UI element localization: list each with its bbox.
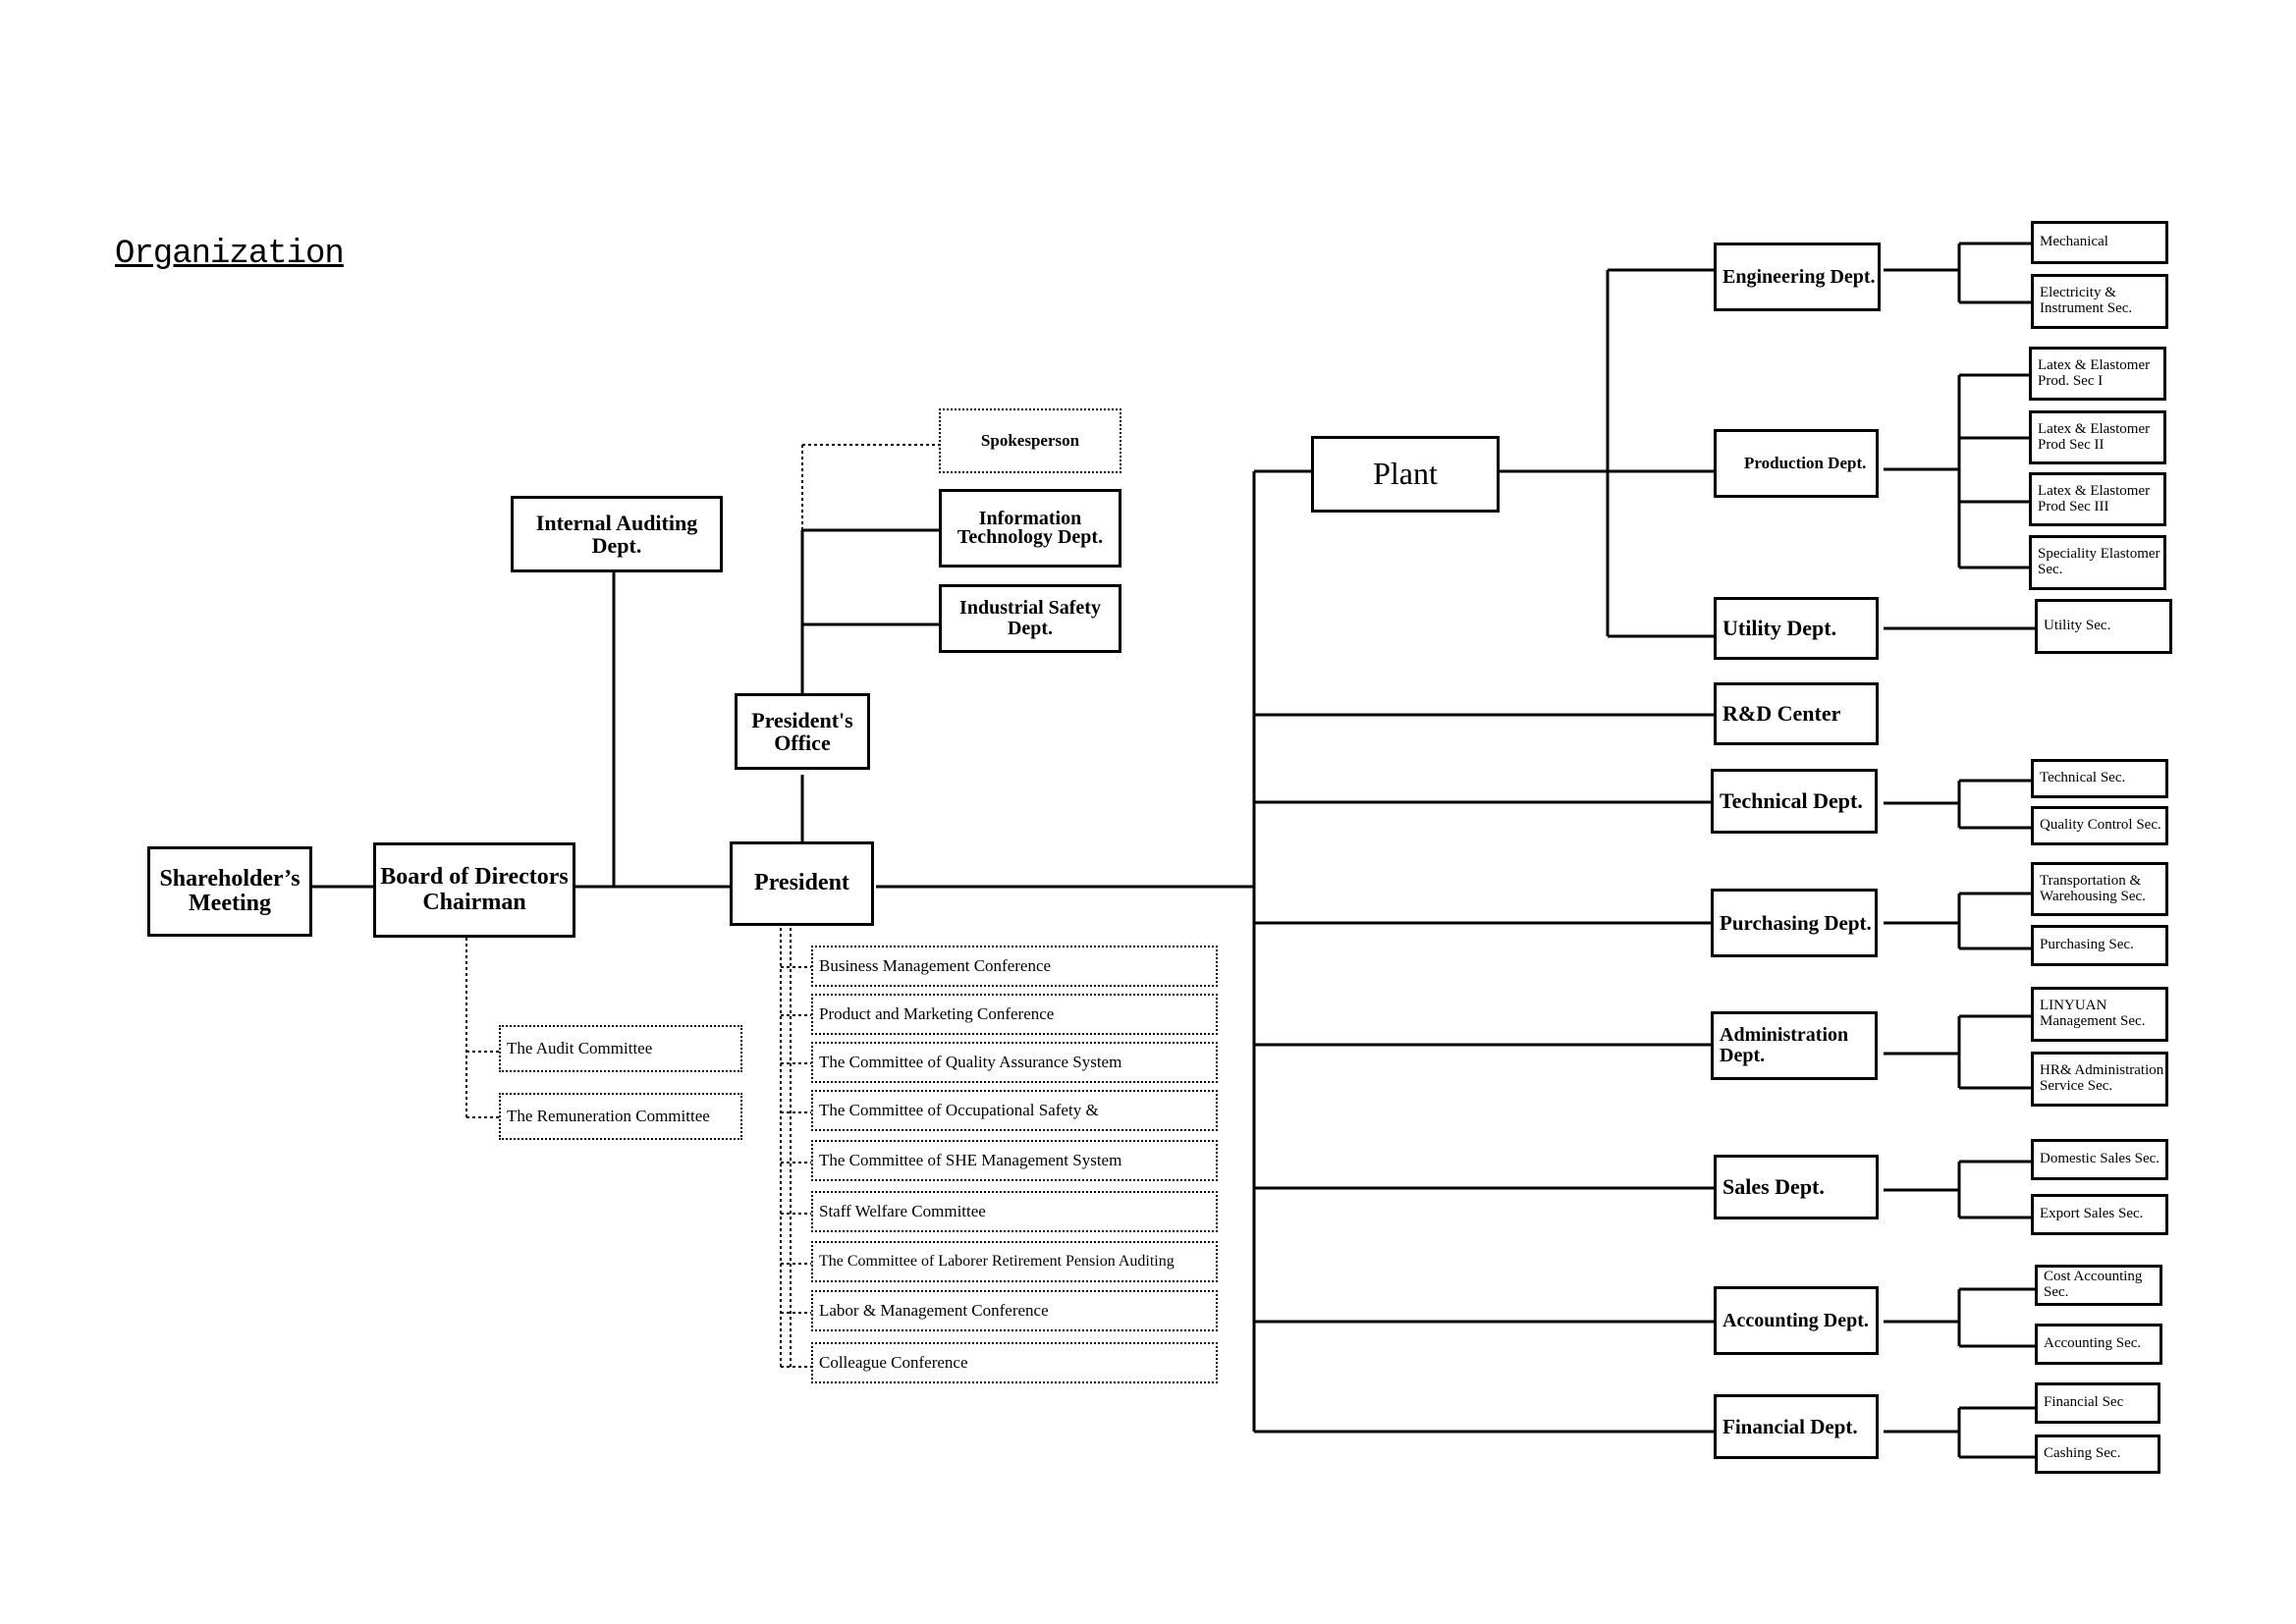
accounting-dept-box: Accounting Dept. — [1714, 1286, 1879, 1355]
purchasing-dept-box: Purchasing Dept. — [1711, 889, 1878, 957]
plant-box: Plant — [1311, 436, 1500, 513]
remuneration-committee-box: The Remuneration Committee — [499, 1093, 742, 1140]
financial-sec-box: Financial Sec — [2035, 1382, 2160, 1424]
technical-dept-box: Technical Dept. — [1711, 769, 1878, 834]
rd-center-box: R&D Center — [1714, 682, 1879, 745]
latex-elastomer-sec-2-box: Latex & Elastomer Prod Sec II — [2029, 410, 2166, 464]
internal-auditing-box: Internal Auditing Dept. — [511, 496, 723, 572]
committee-item: Labor & Management Conference — [811, 1290, 1218, 1331]
mechanical-sec-box: Mechanical — [2031, 221, 2168, 264]
administration-dept-box: Administration Dept. — [1711, 1011, 1878, 1080]
presidents-office-box: President's Office — [735, 693, 870, 770]
page-title: Organization — [115, 236, 345, 273]
utility-sec-box: Utility Sec. — [2035, 599, 2172, 654]
quality-control-sec-box: Quality Control Sec. — [2031, 806, 2168, 845]
cost-accounting-sec-box: Cost Accounting Sec. — [2035, 1265, 2162, 1306]
transportation-warehousing-sec-box: Transportation & Warehousing Sec. — [2031, 862, 2168, 916]
hr-administration-sec-box: HR& Administration Service Sec. — [2031, 1052, 2168, 1107]
technical-sec-box: Technical Sec. — [2031, 759, 2168, 798]
committee-item: Colleague Conference — [811, 1342, 1218, 1383]
electricity-instrument-sec-box: Electricity & Instrument Sec. — [2031, 274, 2168, 329]
speciality-elastomer-sec-box: Speciality Elastomer Sec. — [2029, 535, 2166, 590]
committee-item: Staff Welfare Committee — [811, 1191, 1218, 1232]
audit-committee-box: The Audit Committee — [499, 1025, 742, 1072]
linyuan-management-sec-box: LINYUAN Management Sec. — [2031, 987, 2168, 1042]
purchasing-sec-box: Purchasing Sec. — [2031, 925, 2168, 966]
sales-dept-box: Sales Dept. — [1714, 1155, 1879, 1219]
utility-dept-box: Utility Dept. — [1714, 597, 1879, 660]
committee-item: Product and Marketing Conference — [811, 994, 1218, 1035]
production-dept-box: Production Dept. — [1714, 429, 1879, 498]
committee-item: The Committee of Quality Assurance Syste… — [811, 1042, 1218, 1083]
cashing-sec-box: Cashing Sec. — [2035, 1435, 2160, 1474]
information-technology-box: Information Technology Dept. — [939, 489, 1121, 568]
spokesperson-box: Spokesperson — [939, 408, 1121, 473]
committee-item: The Committee of SHE Management System — [811, 1140, 1218, 1181]
accounting-sec-box: Accounting Sec. — [2035, 1324, 2162, 1365]
committee-item: Business Management Conference — [811, 946, 1218, 987]
domestic-sales-sec-box: Domestic Sales Sec. — [2031, 1139, 2168, 1180]
export-sales-sec-box: Export Sales Sec. — [2031, 1194, 2168, 1235]
committee-item: The Committee of Occupational Safety & — [811, 1090, 1218, 1131]
board-chairman-box: Board of Directors Chairman — [373, 842, 575, 938]
shareholders-meeting-box: Shareholder’s Meeting — [147, 846, 312, 937]
latex-elastomer-sec-3-box: Latex & Elastomer Prod Sec III — [2029, 472, 2166, 526]
president-box: President — [730, 841, 874, 926]
latex-elastomer-sec-1-box: Latex & Elastomer Prod. Sec I — [2029, 347, 2166, 401]
financial-dept-box: Financial Dept. — [1714, 1394, 1879, 1459]
engineering-dept-box: Engineering Dept. — [1714, 243, 1881, 311]
industrial-safety-box: Industrial Safety Dept. — [939, 584, 1121, 653]
committee-item: The Committee of Laborer Retirement Pens… — [811, 1241, 1218, 1282]
